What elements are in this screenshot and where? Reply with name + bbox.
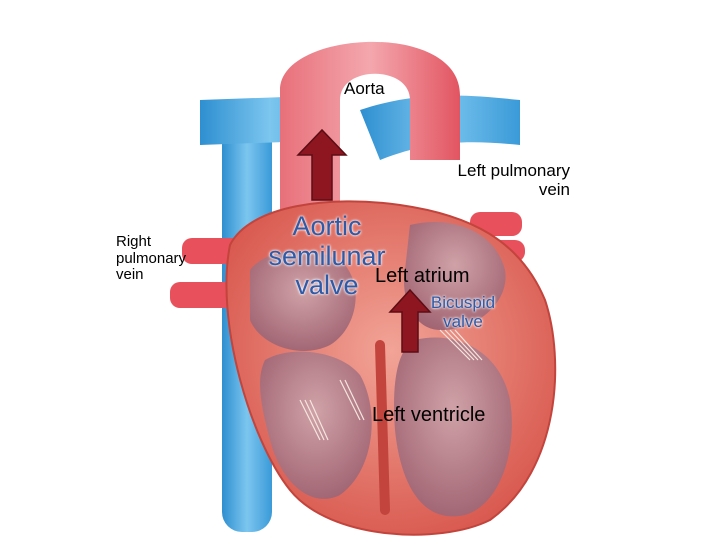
aorta-label: Aorta: [344, 80, 385, 99]
right-pulmonary-vein-label-line2: pulmonary: [116, 251, 186, 268]
left-ventricle-label: Left ventricle: [372, 404, 485, 426]
aortic-semilunar-valve-label-line3: valve: [262, 271, 392, 301]
right-pulmonary-vein-label-line1: Right: [116, 234, 186, 251]
left-atrium-label: Left atrium: [375, 265, 469, 287]
left-pulmonary-vein-label-line1: Left pulmonary: [440, 162, 570, 181]
aortic-semilunar-valve-label: Aortic semilunar valve: [262, 212, 392, 301]
bicuspid-valve-label-line2: valve: [418, 313, 508, 332]
bicuspid-valve-label-line1: Bicuspid: [418, 294, 508, 313]
right-pulmonary-vein-label-line3: vein: [116, 267, 186, 284]
aortic-semilunar-valve-label-line1: Aortic: [262, 212, 392, 242]
right-pulmonary-vein-label: Right pulmonary vein: [116, 234, 186, 284]
left-pulmonary-vein-label-line2: vein: [440, 181, 570, 200]
bicuspid-valve-label: Bicuspid valve: [418, 294, 508, 331]
aortic-semilunar-valve-label-line2: semilunar: [262, 242, 392, 272]
left-pulmonary-vein-label: Left pulmonary vein: [440, 162, 570, 199]
